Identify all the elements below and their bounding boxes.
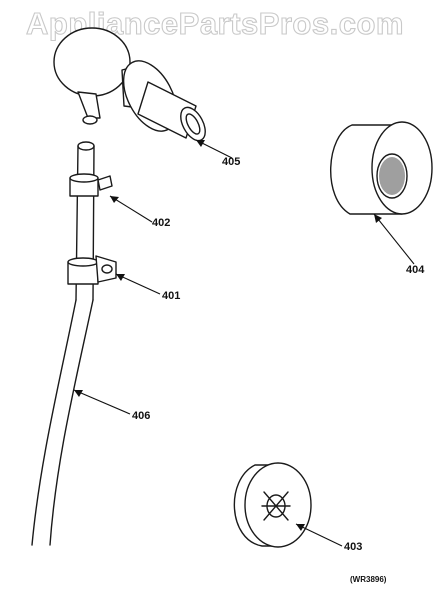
callout-406: 406	[132, 410, 151, 422]
part-406-hose	[31, 141, 95, 546]
leader-401	[115, 273, 161, 295]
callout-403: 403	[344, 541, 363, 553]
callout-402: 402	[152, 217, 171, 229]
leader-405	[195, 139, 233, 159]
callout-404: 404	[406, 264, 425, 276]
part-403-knob	[233, 462, 312, 548]
leader-402	[109, 195, 153, 223]
part-402-clip	[69, 173, 113, 197]
leader-404	[373, 213, 415, 265]
callout-401: 401	[162, 290, 181, 302]
leader-406	[73, 389, 131, 415]
callout-405: 405	[222, 156, 241, 168]
part-404-cup	[330, 121, 433, 215]
part-401-clamp	[67, 255, 117, 285]
drawing-code: (WR3896)	[350, 575, 387, 584]
leader-403	[295, 523, 343, 547]
part-405-elbow-fitting	[53, 27, 206, 142]
